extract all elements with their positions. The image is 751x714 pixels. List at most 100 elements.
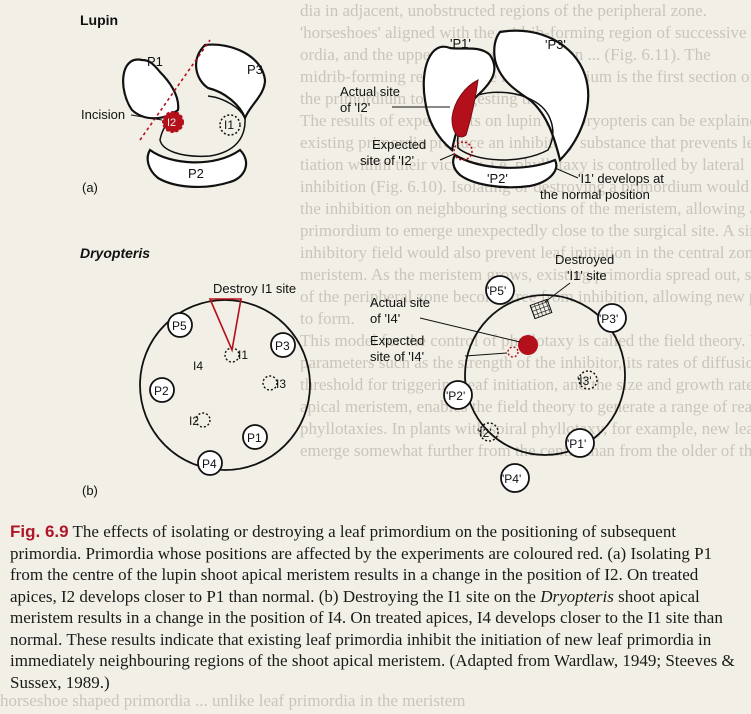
treated-p1: [565, 428, 595, 458]
show-through-line: emerge somewhat further from the centre …: [300, 441, 751, 460]
show-through-bottom-line: horseshoe shaped primordia ... unlike le…: [0, 691, 466, 710]
lupin-i1-label: I1: [224, 118, 234, 132]
dryopteris-i3-site: [262, 375, 278, 391]
dryopteris-p3-label: P3: [275, 339, 290, 353]
actual-i4-label-line1: Actual site: [370, 295, 430, 310]
lupin-i1-site: [219, 114, 241, 136]
treated-p5: [485, 275, 515, 305]
panel-b-right-diagram: 'P5' 'P3' 'P2' 'P1' 'P4' 'I2' 'I3' Destr…: [370, 252, 627, 493]
i1-develops-line2: the normal position: [540, 187, 650, 202]
figure-6-9: Lupin I2 I1 P1 P3 P2 Incision (a): [80, 12, 664, 498]
lupin-p3-treated-label: 'P3': [545, 37, 566, 52]
show-through-line: meristem. As the meristem grows, existin…: [300, 265, 751, 284]
treated-i3-label: 'I3': [577, 374, 592, 388]
lupin-p2-primordium: [146, 148, 248, 189]
panel-a-right-diagram: 'P1' 'P3' 'P2' Actual site of 'I2' Expec…: [340, 29, 664, 202]
lupin-p3-treated: [493, 29, 590, 163]
show-through-line: the inhibition on neighbouring sections …: [300, 199, 751, 218]
expected-i4-leader: [464, 352, 508, 357]
caption-text-2: shoot apical meristem results in a chang…: [10, 586, 735, 692]
actual-i4-label-line2: of 'I4': [370, 311, 400, 326]
destroy-label: Destroy I1 site: [213, 281, 296, 296]
incision-leader: [130, 114, 163, 121]
show-through-line: phyllotaxies. In plants with spiral phyl…: [300, 419, 751, 438]
lupin-p1-treated-label: 'P1': [450, 36, 471, 51]
show-through-line: The results of experiments on lupin and …: [300, 111, 751, 130]
dryopteris-title: Dryopteris: [80, 245, 150, 261]
dryopteris-p1-label: P1: [247, 431, 262, 445]
expected-i2-label-line1: Expected: [372, 137, 426, 152]
dryopteris-p2-label: P2: [154, 384, 169, 398]
expected-i4-site: [507, 346, 519, 358]
dryopteris-p5-label: P5: [172, 319, 187, 333]
dryopteris-i4-label: I4: [193, 359, 203, 373]
dryopteris-p4-label: P4: [202, 457, 217, 471]
treated-i3-site: [578, 370, 598, 390]
dryopteris-i2-label: I2: [189, 414, 199, 428]
dryopteris-p2: [149, 377, 175, 403]
actual-i4-leader: [419, 317, 521, 343]
lupin-i2-site: [162, 111, 184, 133]
treated-p4-label: 'P4': [502, 472, 521, 486]
show-through-line: existing primordia produce an inhibitory…: [300, 133, 751, 152]
lupin-p3-primordium: [195, 43, 267, 122]
lupin-p2-treated-label: 'P2': [487, 171, 508, 186]
dryopteris-p4: [197, 450, 223, 476]
expected-i2-leader: [439, 153, 455, 161]
lupin-p2-treated: [452, 153, 558, 189]
treated-p2-label: 'P2': [446, 389, 465, 403]
show-through-line: threshold for triggering leaf initiation…: [300, 375, 751, 394]
destroy-marker: [208, 298, 242, 353]
expected-i2-label-line2: site of 'I2': [360, 153, 414, 168]
treated-p3-label: 'P3': [599, 312, 618, 326]
destroyed-label-line2: 'I1' site: [567, 268, 607, 283]
lupin-title: Lupin: [80, 12, 118, 28]
destroyed-leader: [544, 282, 571, 303]
dryopteris-i2-site: [195, 412, 211, 428]
dryopteris-p1: [242, 424, 268, 450]
panel-b-left-diagram: Dryopteris Destroy I1 site P5 P3 P2 P1 P…: [80, 245, 311, 498]
show-through-line: primordium to emerge unexpectedly close …: [300, 221, 751, 240]
lupin-actual-i2: [451, 79, 479, 138]
show-through-line: apical meristem, enables the field theor…: [300, 397, 751, 416]
show-through-line: to form.: [300, 309, 355, 328]
show-through-line: parameters such as the strength of the i…: [300, 353, 751, 372]
actual-i2-label-line2: of 'I2': [340, 100, 370, 115]
panel-b-label: (b): [82, 483, 98, 498]
treated-p4: [500, 463, 530, 493]
dryopteris-meristem: [139, 299, 311, 471]
figure-caption: Fig. 6.9 The effects of isolating or des…: [10, 521, 740, 693]
dryopteris-i1-label: I1: [238, 348, 248, 362]
dryopteris-p3: [270, 332, 296, 358]
caption-italic-dryopteris: Dryopteris: [540, 586, 614, 606]
incision-line: [139, 39, 211, 141]
lupin-i2-label: I2: [167, 117, 176, 129]
incision-label: Incision: [81, 107, 125, 122]
lupin-p2-label: P2: [188, 166, 204, 181]
expected-i4-label-line1: Expected: [370, 333, 424, 348]
show-through-line: dia in adjacent, unobstructed regions of…: [300, 1, 707, 20]
i1-develops-line1: 'I1' develops at: [578, 171, 664, 186]
treated-p1-label: 'P1': [567, 437, 586, 451]
caption-label: Fig. 6.9: [10, 522, 69, 541]
panel-a-label: (a): [82, 180, 98, 195]
treated-p3: [597, 303, 627, 333]
dryopteris-p5: [167, 312, 193, 338]
lupin-meristem-outline: [159, 95, 246, 158]
destroyed-label-line1: Destroyed: [555, 252, 614, 267]
panel-a-left-diagram: Lupin I2 I1 P1 P3 P2 Incision (a): [80, 12, 267, 195]
caption-text-1: The effects of isolating or destroying a…: [10, 522, 713, 606]
treated-i2-label: 'I2': [477, 426, 492, 440]
dryopteris-i3-label: I3: [276, 377, 286, 391]
treated-p5-label: 'P5': [487, 284, 506, 298]
i1-develops-leader: [554, 167, 579, 179]
destroyed-i1-site: [529, 298, 553, 320]
show-through-line: tiation within their vicinity, i.e. phyl…: [300, 155, 745, 174]
expected-i4-label-line2: site of 'I4': [370, 349, 424, 364]
show-through-line: inhibitory field would also prevent leaf…: [300, 243, 751, 262]
lupin-expected-i2: [453, 141, 473, 161]
treated-p2: [443, 380, 473, 410]
lupin-p1-label: P1: [147, 54, 163, 69]
treated-meristem: [464, 294, 626, 456]
